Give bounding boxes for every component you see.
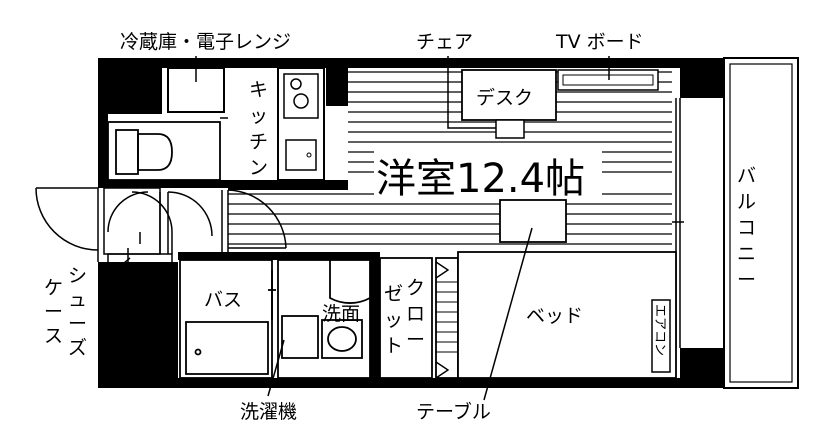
balcony-char: コ (737, 217, 756, 239)
kitchen-label: キ ッ チ ン (249, 79, 268, 179)
aircon-label: エアコン (652, 304, 667, 356)
balcony-char: ニ (737, 243, 756, 265)
desk-label: デスク (476, 87, 533, 109)
leader-lines (127, 56, 610, 401)
shoes-char: ズ (68, 337, 87, 359)
closet-char: ゼ (384, 283, 403, 305)
closet-char: ッ (384, 309, 403, 331)
desk (461, 69, 557, 121)
closet-hatch-lines (436, 281, 458, 353)
kitchen-char: キ (249, 79, 268, 101)
chair-label: チェア (416, 31, 473, 53)
kitchen-char: ン (249, 157, 268, 179)
shoes-char: ス (44, 325, 63, 347)
room-title: 洋室12.4帖 (376, 156, 585, 202)
closet-char: ー (406, 329, 425, 351)
balcony-char: ル (737, 191, 756, 213)
table (499, 199, 567, 243)
closet-char: ト (384, 335, 403, 357)
shoes-char: ー (68, 313, 87, 335)
balcony (723, 57, 799, 389)
room-title-bg (374, 150, 602, 198)
washroom-label: 洗面 (322, 303, 360, 325)
shoes-char: ケ (44, 277, 63, 299)
bed (457, 251, 677, 379)
table-label: テーブル (416, 400, 491, 423)
bathroom (179, 259, 276, 379)
shoes-char: ュ (68, 289, 87, 311)
entrance-doors (35, 187, 287, 271)
fridge-label: 冷蔵庫・電子レンジ (120, 31, 291, 53)
closet-char: ロ (406, 303, 425, 325)
closet-label: ゼ ッ ト ク ロ ー (384, 277, 425, 357)
shoes-char: シ (68, 265, 87, 287)
balcony-label: バ ル コ ニ ー (737, 165, 756, 291)
washroom (277, 259, 371, 379)
kitchen-counter (277, 67, 325, 181)
bed-label: ベッド (526, 305, 583, 327)
walls (98, 58, 724, 388)
bath-label: バス (204, 289, 242, 311)
kitchen-char: チ (249, 131, 268, 153)
shoes-case-label: シ ュ ー ズ ケ ー ス (44, 265, 87, 359)
chair (495, 119, 525, 139)
balcony-char: バ (737, 165, 756, 187)
balcony-char: ー (737, 269, 756, 291)
kitchen-char: ッ (249, 105, 268, 127)
washer-label: 洗濯機 (240, 401, 297, 423)
shoes-char: ー (44, 301, 63, 323)
aircon (651, 299, 671, 373)
tv-board (557, 69, 659, 91)
tv-board-label: TV ボード (555, 31, 644, 53)
toilet-room (107, 121, 221, 181)
closet-char: ク (406, 277, 425, 299)
